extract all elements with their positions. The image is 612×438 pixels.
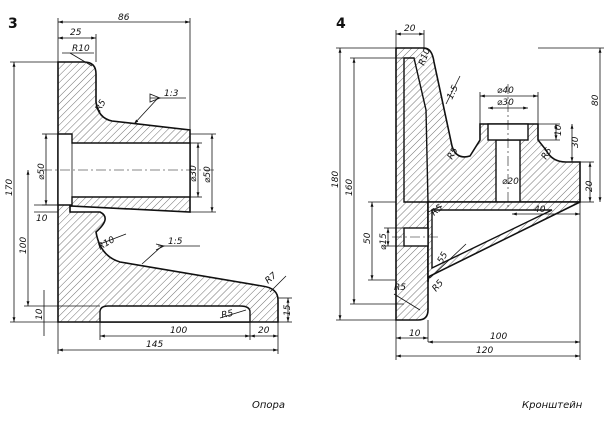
- dim-label: 20: [585, 180, 595, 192]
- dim-label: 180: [331, 171, 341, 188]
- dim-label: 145: [146, 340, 163, 350]
- dim-label: 120: [476, 346, 493, 356]
- dim-label: R10: [72, 44, 90, 54]
- dim-label: 20: [404, 24, 416, 34]
- dim-label: ⌀50: [37, 163, 47, 180]
- rib-window: [431, 209, 553, 270]
- figure-number: 4: [336, 16, 346, 32]
- dim-label: R7: [264, 271, 280, 287]
- bore-cutout: [57, 133, 191, 206]
- figure-3: 3 86 25 R10 R5 1:3 ⌀50: [5, 13, 293, 411]
- dim-label: 15: [283, 304, 293, 316]
- dim-label: 20: [258, 326, 270, 336]
- figure-number: 3: [8, 16, 18, 32]
- dim-label: R5: [221, 309, 235, 321]
- dim-label: 86: [118, 13, 130, 23]
- dim-label: 10: [36, 214, 48, 224]
- figure-caption: Опора: [252, 400, 285, 411]
- dim-label: 30: [571, 136, 581, 148]
- dim-label: 160: [345, 179, 355, 196]
- dim-label: R5: [394, 283, 406, 293]
- dim-label: 100: [19, 237, 29, 254]
- dim-label: 1:3: [164, 89, 179, 99]
- dim-label: R5: [431, 278, 447, 294]
- dim-label: ⌀30: [497, 98, 514, 108]
- dim-label: 40: [534, 205, 546, 215]
- base-slot: [99, 305, 251, 323]
- dim-label: 80: [591, 94, 601, 106]
- plate-slot: [403, 57, 429, 203]
- dim-label: 25: [70, 28, 82, 38]
- dim-label: ⌀50: [203, 166, 213, 183]
- dim-label: 10: [554, 124, 564, 136]
- bracket-body: [395, 47, 581, 321]
- dim-label: ⌀30: [189, 165, 199, 182]
- dim-label: ⌀15: [379, 233, 389, 250]
- dim-label: 100: [170, 326, 187, 336]
- dim-label: 50: [363, 232, 373, 244]
- dim-label: 100: [490, 332, 507, 342]
- dim-label: 1:5: [446, 84, 461, 102]
- dim-label: ⌀20: [502, 177, 519, 187]
- figure-4: 4 20 R10 1:5 ⌀40 ⌀30: [331, 16, 604, 411]
- dim-label: 10: [35, 308, 45, 320]
- dim-label: R10: [97, 235, 118, 253]
- dim-label: 10: [409, 329, 421, 339]
- dim-label: 1:5: [168, 237, 183, 247]
- dim-label: ⌀40: [497, 86, 514, 96]
- dim-label: 170: [5, 179, 15, 196]
- figure-caption: Кронштейн: [522, 400, 583, 411]
